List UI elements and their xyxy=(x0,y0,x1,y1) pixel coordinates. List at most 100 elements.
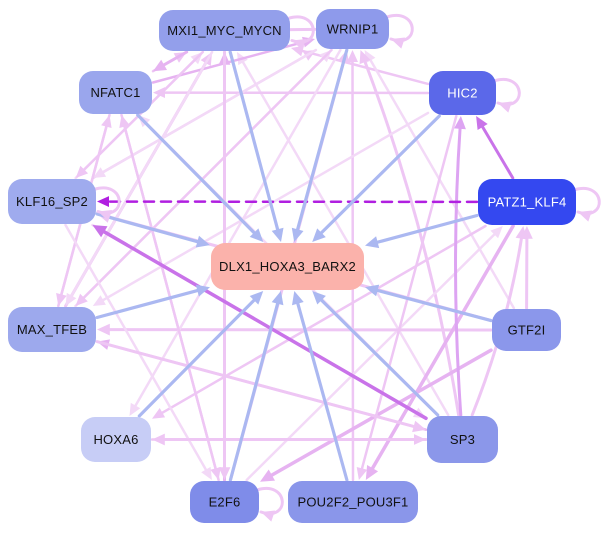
edge-PATZ1_KLF4-POU2F2_POU3F1 xyxy=(368,224,515,474)
edge-MXI1_MYC_MYCN-NFATC1 xyxy=(159,50,189,69)
edge-arrowhead-MAX_TFEB-DLX1_HOXA3_BARX2 xyxy=(195,284,210,297)
edge-arrowhead-HIC2-POU2F2_POU3F1 xyxy=(356,467,368,480)
edge-arrowhead-POU2F2_POU3F1-WRNIP1 xyxy=(347,50,358,62)
node-label-E2F6: E2F6 xyxy=(209,495,241,510)
edge-arrowhead-HIC2-DLX1_HOXA3_BARX2 xyxy=(312,228,326,242)
edge-arrowhead-MXI1_MYC_MYCN-NFATC1 xyxy=(153,59,167,72)
node-MXI1_MYC_MYCN[interactable]: MXI1_MYC_MYCN xyxy=(159,10,290,51)
edge-GTF2I-E2F6 xyxy=(266,348,493,479)
edge-arrowhead-WRNIP1-HOXA6 xyxy=(129,402,141,416)
edge-KLF16_SP2-DLX1_HOXA3_BARX2 xyxy=(95,212,203,245)
edge-POU2F2_POU3F1-DLX1_HOXA3_BARX2 xyxy=(295,298,349,482)
node-DLX1_HOXA3_BARX2[interactable]: DLX1_HOXA3_BARX2 xyxy=(211,243,364,290)
edge-WRNIP1-HOXA6 xyxy=(132,48,342,410)
self-loop-arrowhead-KLF16_SP2 xyxy=(98,210,112,222)
node-E2F6[interactable]: E2F6 xyxy=(190,481,259,523)
edge-arrowhead-MXI1_MYC_MYCN-E2F6 xyxy=(218,467,231,480)
edge-arrowhead-SP3-DLX1_HOXA3_BARX2 xyxy=(312,291,326,305)
node-box-GTF2I[interactable] xyxy=(492,309,561,351)
node-box-DLX1_HOXA3_BARX2[interactable] xyxy=(211,243,364,290)
edge-arrowhead-PATZ1_KLF4-HOXA6 xyxy=(152,408,166,419)
edge-arrowhead-SP3-PATZ1_KLF4 xyxy=(515,226,528,240)
node-label-MAX_TFEB: MAX_TFEB xyxy=(17,322,87,337)
node-box-MAX_TFEB[interactable] xyxy=(8,307,96,352)
self-loop-arrowhead-WRNIP1 xyxy=(391,37,405,49)
edge-SP3-KLF16_SP2 xyxy=(99,228,428,421)
node-box-KLF16_SP2[interactable] xyxy=(8,179,96,224)
edge-SP3-DLX1_HOXA3_BARX2 xyxy=(317,295,440,417)
node-KLF16_SP2[interactable]: KLF16_SP2 xyxy=(8,179,96,224)
node-box-E2F6[interactable] xyxy=(190,481,259,523)
node-label-PATZ1_KLF4: PATZ1_KLF4 xyxy=(488,195,567,210)
self-loop-HIC2 xyxy=(492,77,521,107)
edge-arrowhead-MXI1_MYC_MYCN-MAX_TFEB xyxy=(65,292,77,306)
node-label-MXI1_MYC_MYCN: MXI1_MYC_MYCN xyxy=(167,23,282,38)
edge-arrowhead-WRNIP1-MAX_TFEB xyxy=(75,293,88,306)
edge-arrowhead-HIC2-MAX_TFEB xyxy=(92,295,106,306)
node-label-HIC2: HIC2 xyxy=(447,86,477,101)
edge-arrowhead-MXI1_MYC_MYCN-KLF16_SP2 xyxy=(75,165,89,178)
edge-arrowhead-HOXA6-SP3 xyxy=(414,434,426,445)
edge-arrowhead-GTF2I-E2F6 xyxy=(260,469,275,482)
edge-HIC2-MAX_TFEB xyxy=(98,111,430,304)
edge-arrowhead-POU2F2_POU3F1-DLX1_HOXA3_BARX2 xyxy=(292,291,304,306)
edge-SP3-WRNIP1 xyxy=(362,56,461,417)
edges-layer xyxy=(56,13,601,522)
node-WRNIP1[interactable]: WRNIP1 xyxy=(316,9,389,49)
edge-HOXA6-DLX1_HOXA3_BARX2 xyxy=(137,295,259,418)
node-box-HIC2[interactable] xyxy=(429,71,496,115)
edge-arrowhead-MXI1_MYC_MYCN-DLX1_HOXA3_BARX2 xyxy=(271,227,284,242)
edge-MAX_TFEB-DLX1_HOXA3_BARX2 xyxy=(95,288,203,320)
edge-PATZ1_KLF4-HOXA6 xyxy=(158,224,487,416)
node-NFATC1[interactable]: NFATC1 xyxy=(79,71,152,114)
node-label-DLX1_HOXA3_BARX2: DLX1_HOXA3_BARX2 xyxy=(219,259,356,274)
edge-WRNIP1-MAX_TFEB xyxy=(80,48,333,302)
node-label-GTF2I: GTF2I xyxy=(508,323,546,338)
node-PATZ1_KLF4[interactable]: PATZ1_KLF4 xyxy=(478,179,576,225)
edge-arrowhead-WRNIP1-DLX1_HOXA3_BARX2 xyxy=(291,227,304,242)
self-loop-arrowhead-E2F6 xyxy=(261,510,275,522)
edge-arrowhead-GTF2I-DLX1_HOXA3_BARX2 xyxy=(365,284,380,297)
self-loop-arrowhead-HIC2 xyxy=(498,101,512,113)
edge-arrowhead-KLF16_SP2-DLX1_HOXA3_BARX2 xyxy=(195,235,210,248)
edge-arrowhead-GTF2I-MAX_TFEB xyxy=(97,323,110,336)
node-MAX_TFEB[interactable]: MAX_TFEB xyxy=(8,307,96,352)
node-GTF2I[interactable]: GTF2I xyxy=(492,309,561,351)
node-box-SP3[interactable] xyxy=(427,416,498,463)
edge-arrowhead-E2F6-DLX1_HOXA3_BARX2 xyxy=(271,291,284,306)
node-box-HOXA6[interactable] xyxy=(81,417,151,462)
edge-arrowhead-NFATC1-DLX1_HOXA3_BARX2 xyxy=(249,228,264,242)
edge-SP3-MXI1_MYC_MYCN xyxy=(240,58,450,417)
self-loop-arrowhead-MXI1_MYC_MYCN xyxy=(292,39,306,51)
node-box-NFATC1[interactable] xyxy=(79,71,152,114)
edge-MXI1_MYC_MYCN-MAX_TFEB xyxy=(68,50,214,300)
self-loop-E2F6 xyxy=(255,486,284,516)
node-box-PATZ1_KLF4[interactable] xyxy=(478,179,576,225)
edge-arrowhead-KLF16_SP2-E2F6 xyxy=(201,466,212,480)
edge-HIC2-POU2F2_POU3F1 xyxy=(359,114,458,474)
node-box-MXI1_MYC_MYCN[interactable] xyxy=(159,10,290,51)
node-label-KLF16_SP2: KLF16_SP2 xyxy=(16,194,88,209)
edge-E2F6-DLX1_HOXA3_BARX2 xyxy=(228,298,281,482)
edge-MXI1_MYC_MYCN-DLX1_HOXA3_BARX2 xyxy=(228,50,281,235)
edge-PATZ1_KLF4-DLX1_HOXA3_BARX2 xyxy=(372,213,479,245)
edge-WRNIP1-KLF16_SP2 xyxy=(99,48,318,176)
node-HOXA6[interactable]: HOXA6 xyxy=(81,417,151,462)
edge-WRNIP1-DLX1_HOXA3_BARX2 xyxy=(295,48,349,235)
edge-arrowhead-SP3-WRNIP1 xyxy=(359,50,371,65)
edge-arrowhead-PATZ1_KLF4-KLF16_SP2 xyxy=(97,196,109,207)
node-box-WRNIP1[interactable] xyxy=(316,9,389,49)
node-label-NFATC1: NFATC1 xyxy=(90,85,140,100)
node-SP3[interactable]: SP3 xyxy=(427,416,498,463)
edge-arrowhead-HIC2-NFATC1 xyxy=(153,87,165,98)
edge-NFATC1-DLX1_HOXA3_BARX2 xyxy=(136,113,259,238)
node-box-POU2F2_POU3F1[interactable] xyxy=(288,481,418,523)
node-HIC2[interactable]: HIC2 xyxy=(429,71,496,115)
edge-arrowhead-SP3-KLF16_SP2 xyxy=(92,225,108,238)
edge-HIC2-DLX1_HOXA3_BARX2 xyxy=(317,114,441,238)
node-label-WRNIP1: WRNIP1 xyxy=(327,22,379,37)
edge-GTF2I-DLX1_HOXA3_BARX2 xyxy=(372,287,493,323)
node-POU2F2_POU3F1[interactable]: POU2F2_POU3F1 xyxy=(288,481,418,523)
